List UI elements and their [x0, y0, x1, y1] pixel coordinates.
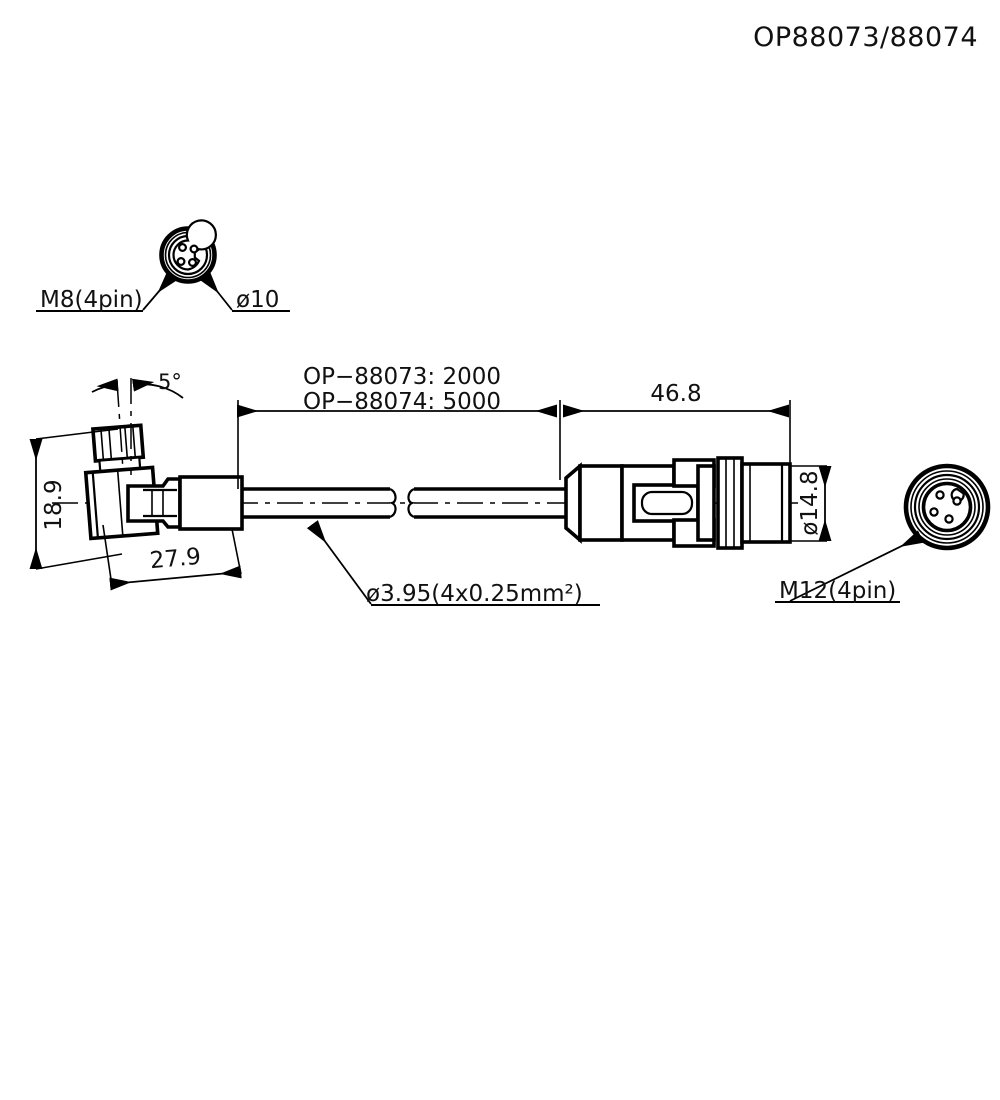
dim-connector-length-46-8: 46.8 — [559, 381, 791, 480]
m12-insert — [921, 481, 973, 533]
left-strain-relief — [178, 475, 244, 531]
angle-ref-centerline-a — [116, 380, 124, 471]
exit-neck-ribs — [143, 488, 177, 518]
exit-neck-rib-lines — [151, 490, 164, 516]
m8-pin-3 — [176, 257, 186, 267]
m8-diameter-leader — [198, 270, 233, 311]
m8-pin-1 — [178, 243, 188, 253]
cable-break-right — [407, 487, 416, 519]
m12-strain-relief — [564, 462, 582, 544]
m8-diameter-label: ø10 — [236, 287, 279, 313]
m12-flat-window-slot — [640, 490, 694, 516]
dim-27-9-line — [109, 565, 242, 591]
cable-spec-note: ø3.95(4x0.25mm²) — [306, 520, 600, 607]
m8-label-leader — [142, 270, 178, 311]
cable-spec-label: ø3.95(4x0.25mm²) — [366, 581, 583, 607]
m12-shoulder-body — [696, 464, 716, 542]
dim-46-8-label: 46.8 — [650, 381, 701, 407]
dim-length-27-9: 27.9 — [102, 524, 242, 591]
cable-spec-leader — [306, 520, 372, 605]
dim-14-8-label: ø14.8 — [797, 470, 823, 535]
m12-socket-3 — [929, 507, 939, 517]
m12-coupling-flange — [716, 456, 744, 550]
m12-socket-1 — [935, 490, 945, 500]
m8-connector-label: M8(4pin) — [40, 287, 143, 313]
dim-27-9-ext-left — [102, 524, 113, 587]
dim-27-9-label: 27.9 — [149, 544, 202, 574]
m12-connector-label: M12(4pin) — [779, 578, 896, 604]
m12-label-leader — [789, 530, 924, 602]
exit-neck-body — [126, 477, 182, 529]
cable-break-left — [388, 487, 397, 519]
m8-face-view: M8(4pin) ø10 — [36, 219, 290, 313]
coupling-nut-knurl — [100, 425, 137, 461]
dim-angle-5deg: 5° — [91, 370, 184, 475]
elbow-face-edge — [116, 470, 124, 537]
dim-height-18-9: 18.9 — [29, 428, 123, 570]
m8-pin-2 — [189, 244, 199, 254]
m12-face-view: M12(4pin) — [775, 463, 991, 604]
drawing-title: OP88073/88074 — [753, 22, 978, 53]
cable-length-88074: OP−88074: 5000 — [303, 389, 501, 415]
m12-socket-4 — [944, 514, 954, 524]
dim-18-9-label: 18.9 — [41, 479, 67, 530]
dim-5deg-label: 5° — [158, 370, 182, 394]
m8-pin-4 — [188, 258, 198, 268]
m12-boot-barrel — [578, 464, 624, 542]
dim-m12-diameter-14-8: ø14.8 — [790, 465, 832, 542]
elbow-inner-edge — [91, 472, 100, 539]
cable — [242, 487, 566, 519]
dim-cable-length: OP−88073: 2000 OP−88074: 5000 — [236, 364, 558, 489]
cable-length-88073: OP−88073: 2000 — [303, 364, 501, 390]
dim-18-9-ext-top — [35, 428, 119, 440]
m12-flange-lines — [725, 458, 735, 548]
m12-socket-2 — [952, 496, 962, 506]
dim-27-9-ext-right — [231, 528, 242, 575]
angle-arc-right — [131, 378, 184, 399]
right-angle-connector — [83, 423, 244, 541]
side-view: 18.9 27.9 5° — [29, 364, 832, 607]
m12-connector — [564, 456, 792, 550]
angle-arc-left — [91, 378, 119, 393]
elbow-exit-neck — [126, 477, 182, 529]
